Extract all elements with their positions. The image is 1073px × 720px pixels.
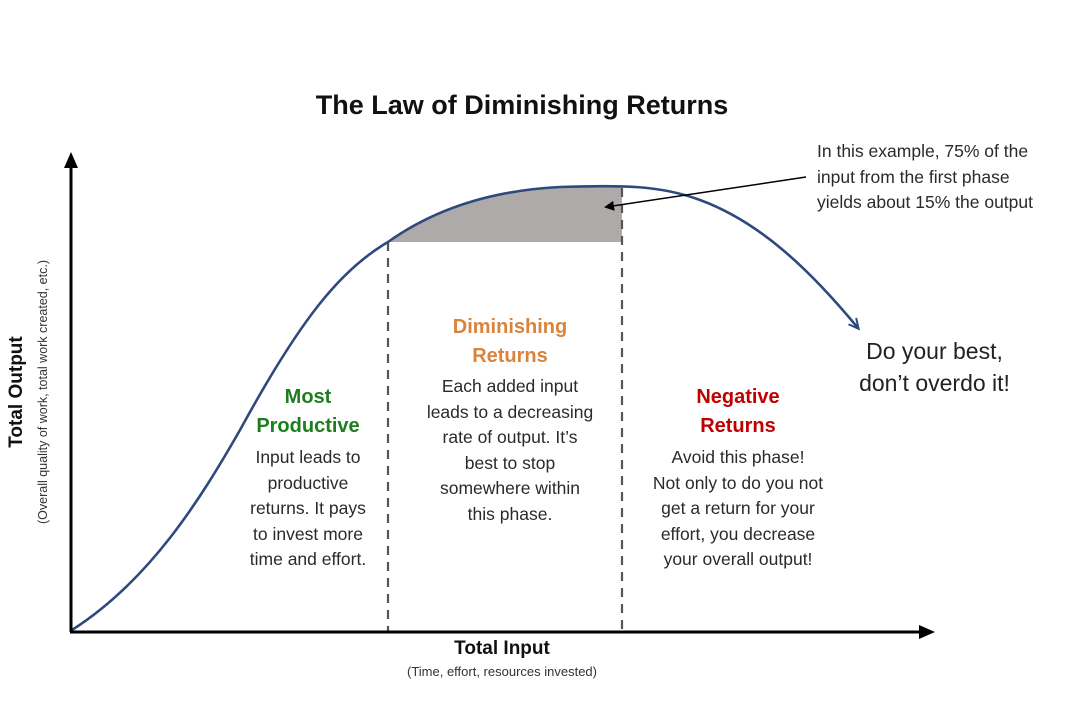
y-axis-label: Total Output	[6, 336, 27, 448]
advice-line: Do your best,	[866, 338, 1003, 364]
phase-title-line: Most	[284, 386, 332, 408]
phase-body-line: Not only to do you not	[652, 472, 824, 493]
callout-line: In this example, 75% of the	[817, 141, 1029, 161]
callout-arrow	[604, 176, 807, 211]
phase-diminishing-returns-title: Diminishing Returns	[400, 313, 620, 371]
x-axis-label: Total Input	[454, 638, 550, 659]
phase-negative-returns: Negative Returns Avoid this phase! Not o…	[628, 383, 848, 573]
phase-body-line: this phase.	[467, 503, 553, 524]
phase-body-line: rate of output. It’s	[442, 427, 578, 448]
callout-line: input from the first phase	[817, 166, 1010, 187]
phase-body-line: returns. It pays	[250, 498, 366, 519]
phase-body-line: time and effort.	[249, 549, 367, 570]
output-curve	[71, 184, 858, 632]
phase-negative-returns-description: Avoid this phase! Not only to do you not…	[628, 445, 848, 573]
phase-body-line: Each added input	[441, 376, 579, 396]
phase-title-line: Diminishing	[452, 316, 568, 338]
phase-title-line: Productive	[256, 415, 360, 437]
phase-negative-returns-title: Negative Returns	[628, 383, 848, 441]
phase-most-productive: Most Productive Input leads to productiv…	[218, 383, 398, 573]
phase-body-line: your overall output!	[663, 549, 813, 570]
phase-title-line: Negative	[696, 386, 780, 408]
phase-body-line: get a return for your	[661, 498, 815, 519]
phase-title-line: Returns	[472, 345, 548, 367]
phase-diminishing-returns-description: Each added input leads to a decreasing r…	[400, 374, 620, 528]
diagram-title: The Law of Diminishing Returns	[315, 90, 729, 120]
phase-body-line: leads to a decreasing	[426, 401, 594, 422]
phase-most-productive-description: Input leads to productive returns. It pa…	[218, 445, 398, 573]
phase-body-line: somewhere within	[439, 478, 581, 499]
callout-line: yields about 15% the output	[817, 192, 1033, 213]
y-axis-arrowhead	[64, 152, 78, 168]
phase-body-line: best to stop	[464, 452, 556, 473]
phase-body-line: Avoid this phase!	[671, 447, 805, 467]
shaded-output-area	[388, 186, 622, 242]
callout-note: In this example, 75% of the input from t…	[817, 139, 1073, 216]
x-axis-arrowhead	[919, 625, 935, 639]
phase-body-line: productive	[267, 472, 349, 493]
phase-most-productive-title: Most Productive	[218, 383, 398, 441]
phase-body-line: effort, you decrease	[660, 523, 816, 544]
phase-body-line: to invest more	[253, 523, 363, 544]
phase-body-line: Input leads to	[255, 447, 361, 467]
y-axis-sublabel: (Overall quality of work, total work cre…	[36, 260, 50, 524]
phase-diminishing-returns: Diminishing Returns Each added input lea…	[400, 313, 620, 528]
advice-text: Do your best, don’t overdo it!	[832, 335, 1037, 399]
x-axis-sublabel: (Time, effort, resources invested)	[406, 664, 597, 679]
advice-line: don’t overdo it!	[859, 370, 1010, 396]
phase-title-line: Returns	[700, 415, 776, 437]
